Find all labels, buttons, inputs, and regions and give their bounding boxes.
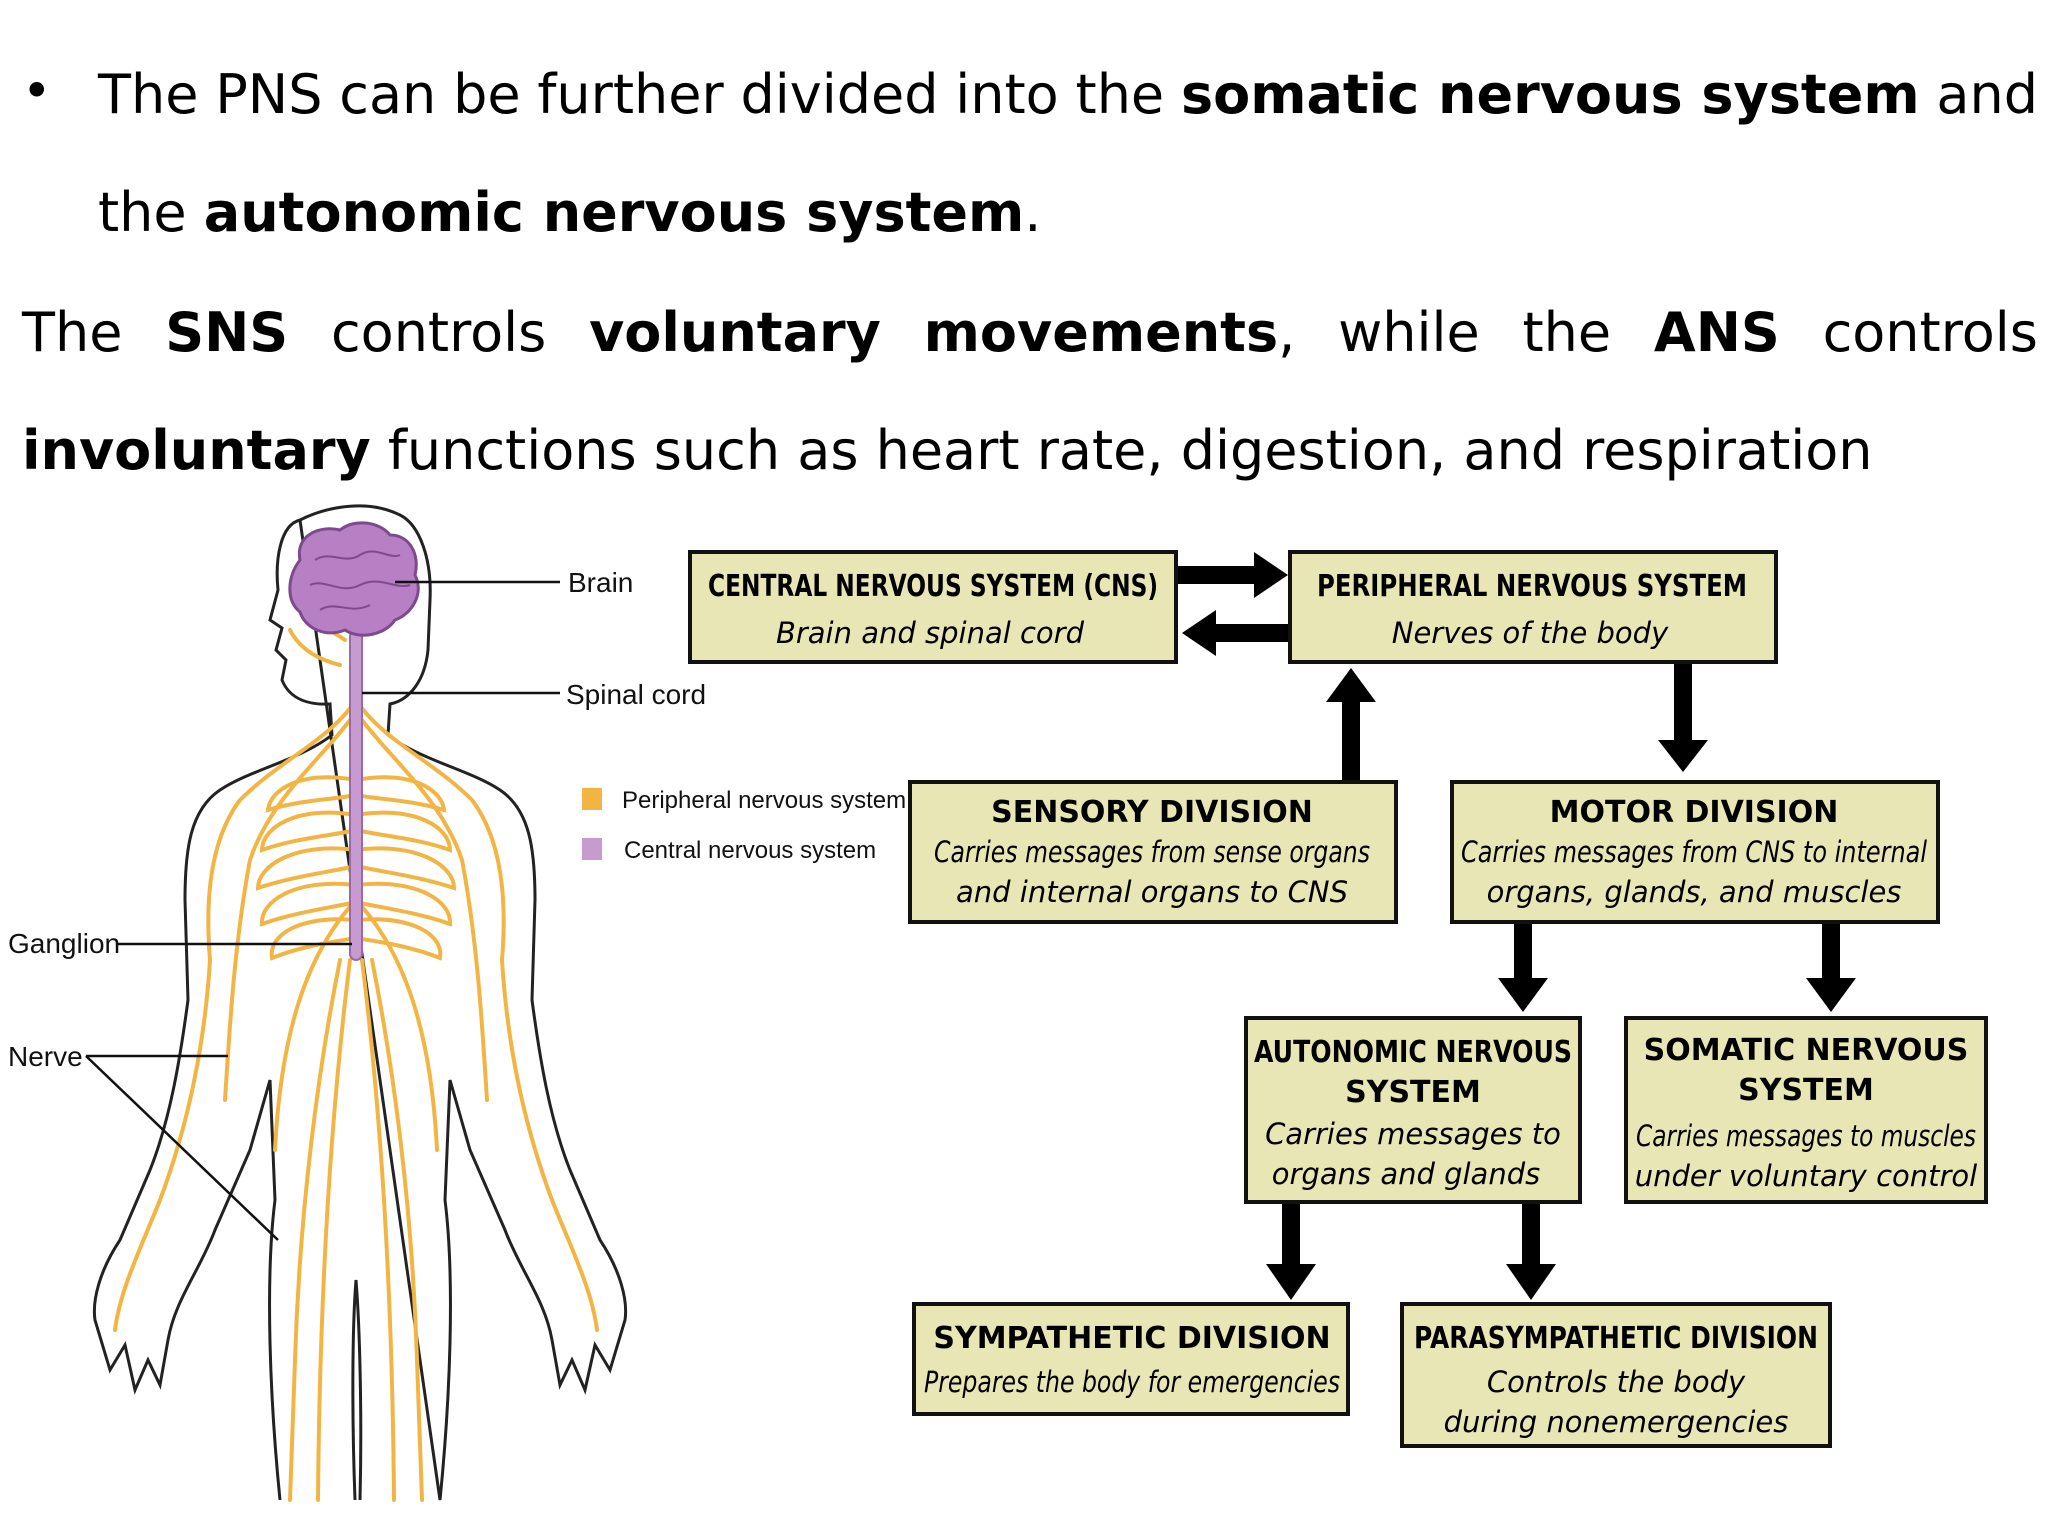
human-figure: [92, 504, 628, 1502]
sympathetic-title: SYMPATHETIC DIVISION: [933, 1321, 1330, 1356]
somatic-desc-1: Carries messages to muscles: [1636, 1119, 1976, 1153]
flow-arrows: [1176, 552, 1856, 1300]
arrow-sensory-to-pns: [1326, 668, 1376, 702]
legend-swatch-cns: [582, 838, 602, 860]
cns-desc: Brain and spinal cord: [776, 616, 1085, 650]
box-pns: [1288, 550, 1778, 664]
label-spinal-cord: Spinal cord: [566, 679, 706, 710]
arrow-pns-to-motor: [1658, 740, 1708, 772]
legend-label-pns: Peripheral nervous system: [622, 787, 906, 814]
word: divided: [740, 63, 939, 126]
bullet-line-1: The PNS can be further divided into the …: [98, 68, 2038, 122]
bold-term-ans: ANS: [1653, 301, 1780, 364]
flow-text: CENTRAL NERVOUS SYSTEM (CNS) Brain and s…: [708, 569, 1977, 1439]
label-nerve: Nerve: [8, 1041, 83, 1072]
motor-desc-2: organs, glands, and muscles: [1487, 875, 1902, 909]
motor-title: MOTOR DIVISION: [1550, 795, 1839, 830]
somatic-title-2: SYSTEM: [1738, 1073, 1874, 1108]
arrow-motor-to-somatic: [1806, 978, 1856, 1012]
parasympathetic-desc-1: Controls the body: [1487, 1365, 1746, 1399]
word: PNS: [215, 63, 323, 126]
brain-folds: [309, 550, 411, 611]
word: the: [1075, 63, 1165, 126]
bullet-symbol: •: [22, 62, 52, 120]
box-autonomic: [1244, 1016, 1582, 1204]
parasympathetic-title: PARASYMPATHETIC DIVISION: [1414, 1321, 1818, 1356]
bold-term-somatic: somatic nervous system: [1180, 63, 1920, 126]
box-parasympathetic: [1400, 1302, 1832, 1448]
word: the: [1522, 301, 1612, 364]
sensory-desc-1: Carries messages from sense organs: [934, 835, 1370, 869]
paragraph-line-1: The SNS controls voluntary movements, wh…: [22, 306, 2038, 360]
body-outline: [92, 504, 628, 1501]
text: the: [98, 181, 204, 244]
word: further: [537, 63, 724, 126]
pns-desc: Nerves of the body: [1392, 616, 1669, 650]
somatic-title-1: SOMATIC NERVOUS: [1644, 1033, 1969, 1068]
arrow-autonomic-to-sympathetic: [1266, 1264, 1316, 1300]
autonomic-desc-1: Carries messages to: [1265, 1117, 1561, 1151]
word: The: [22, 301, 123, 364]
rib-nerves: [255, 775, 457, 961]
autonomic-desc-2: organs and glands: [1272, 1157, 1540, 1191]
comma: ,: [1278, 301, 1296, 364]
bold-term-involuntary: involuntary: [22, 419, 371, 482]
brain: [288, 521, 420, 637]
box-sensory: [908, 780, 1398, 924]
label-ganglion: Ganglion: [8, 928, 120, 959]
bold-term-movements: movements: [923, 301, 1279, 364]
word: into: [955, 63, 1059, 126]
sensory-desc-2: and internal organs to CNS: [956, 875, 1348, 909]
label-brain: Brain: [568, 567, 633, 598]
word: controls: [1822, 301, 2038, 364]
pns-title: PERIPHERAL NERVOUS SYSTEM: [1317, 569, 1747, 604]
arrow-cns-to-pns: [1254, 552, 1288, 598]
bold-term-autonomic: autonomic nervous system: [203, 181, 1025, 244]
word: and: [1936, 63, 2038, 126]
sensory-title: SENSORY DIVISION: [991, 795, 1313, 830]
bold-term-voluntary: voluntary: [589, 301, 881, 364]
text: functions such as heart rate, digestion,…: [370, 419, 1873, 482]
box-cns: [688, 550, 1178, 664]
autonomic-title-2: SYSTEM: [1345, 1075, 1481, 1110]
anatomy-leader-lines: [85, 580, 560, 1241]
motor-desc-1: Carries messages from CNS to internal: [1461, 835, 1927, 869]
peripheral-nerves: [113, 598, 599, 1502]
box-sympathetic: [912, 1302, 1350, 1416]
word: while: [1338, 301, 1480, 364]
legend-label-cns: Central nervous system: [624, 837, 876, 864]
text: .: [1024, 181, 1042, 244]
box-motor: [1450, 780, 1940, 924]
word: be: [453, 63, 521, 126]
legend-swatch-pns: [582, 788, 602, 810]
bold-term-sns: SNS: [165, 301, 289, 364]
parasympathetic-desc-2: during nonemergencies: [1444, 1405, 1789, 1439]
arrow-motor-to-autonomic: [1498, 978, 1548, 1012]
word: controls: [330, 301, 547, 364]
spinal-cord: [349, 629, 363, 961]
autonomic-title-1: AUTONOMIC NERVOUS: [1254, 1035, 1572, 1070]
arrow-autonomic-to-parasympathetic: [1506, 1264, 1556, 1300]
paragraph-line-2: involuntary functions such as heart rate…: [22, 424, 1873, 478]
somatic-desc-2: under voluntary control: [1635, 1159, 1977, 1193]
bullet-line-2: the autonomic nervous system.: [98, 186, 1041, 240]
word: can: [339, 63, 437, 126]
legend: Peripheral nervous system Central nervou…: [582, 787, 906, 864]
arrow-pns-to-cns: [1182, 610, 1216, 656]
cns-title: CENTRAL NERVOUS SYSTEM (CNS): [708, 569, 1158, 604]
sympathetic-desc: Prepares the body for emergencies: [924, 1365, 1340, 1399]
word: The: [98, 63, 199, 126]
box-somatic: [1624, 1016, 1988, 1204]
flow-boxes: [688, 550, 1988, 1448]
